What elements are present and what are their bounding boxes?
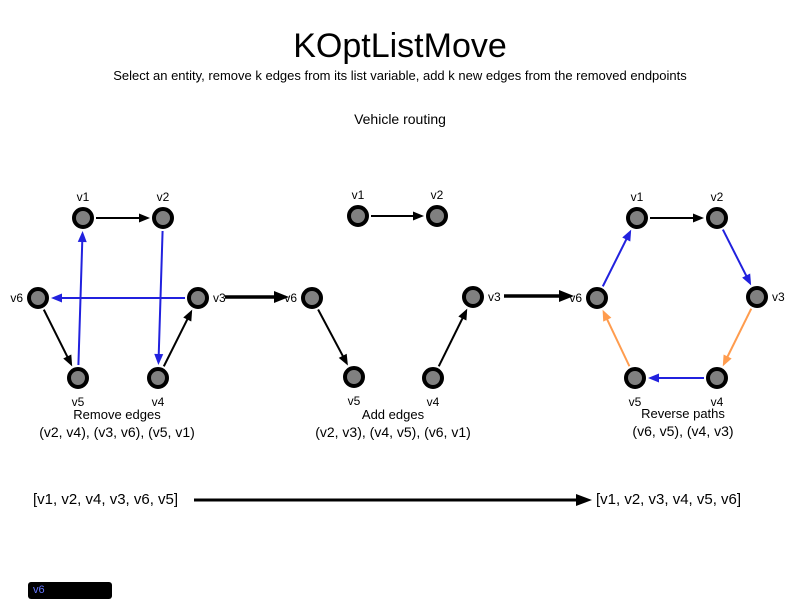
reverse-paths-node-label-v4: v4	[711, 395, 724, 409]
reverse-paths-node-label-v2: v2	[711, 190, 724, 204]
remove-edges-node-v5	[67, 367, 89, 389]
remove-edges-edge-v2-v4	[154, 230, 164, 366]
list-variable-before: [v1, v2, v4, v3, v6, v5]	[33, 491, 179, 508]
add-edges-edge-v4-v3	[437, 308, 468, 367]
remove-edges-node-label-v2: v2	[157, 190, 170, 204]
caption-add-edges-detail: (v2, v3), (v4, v5), (v6, v1)	[315, 424, 471, 440]
add-edges-node-label-v1: v1	[352, 188, 365, 202]
list-variable-after: [v1, v2, v3, v4, v5, v6]	[596, 491, 742, 508]
add-edges-node-v2	[426, 205, 448, 227]
remove-edges-edge-v3-v6	[51, 293, 185, 303]
reverse-paths-node-label-v3: v3	[772, 290, 785, 304]
remove-edges-edge-v6-v5-head	[63, 354, 73, 367]
add-edges-node-v6	[301, 287, 323, 309]
add-edges-node-label-v6: v6	[284, 291, 297, 305]
add-edges-edge-v6-v5-head	[338, 353, 348, 366]
reverse-paths-node-v1	[626, 207, 648, 229]
node-tooltip: v6	[28, 582, 112, 599]
caption-remove-edges-detail: (v2, v4), (v3, v6), (v5, v1)	[39, 424, 195, 440]
caption-reverse-paths-title: Reverse paths	[641, 406, 725, 421]
reverse-paths-node-v2	[706, 207, 728, 229]
reverse-paths-edge-v1-v2	[650, 213, 704, 223]
context-label: Vehicle routing	[354, 111, 446, 127]
reverse-paths-edge-v6-v1-head	[622, 229, 632, 242]
remove-edges-edge-v1-v2-head	[139, 213, 150, 223]
reverse-paths-edge-v4-v5	[648, 373, 704, 383]
remove-edges-node-label-v6: v6	[10, 291, 23, 305]
remove-edges-node-label-v1: v1	[77, 190, 90, 204]
add-edges-edge-v1-v2	[371, 211, 424, 221]
reverse-paths-edge-v2-v3	[721, 229, 752, 286]
add-edges-node-label-v4: v4	[427, 395, 440, 409]
add-edges-node-label-v3: v3	[488, 290, 501, 304]
reverse-paths-edge-v4-v5-head	[648, 373, 659, 383]
reverse-paths-edge-v5-v6-head	[602, 309, 612, 322]
reverse-paths-edge-v3-v4-head	[722, 354, 732, 367]
solution-change-arrow	[194, 494, 592, 506]
remove-edges-node-v6	[27, 287, 49, 309]
add-edges-node-v4	[422, 367, 444, 389]
remove-edges-edge-v5-v1	[77, 230, 87, 366]
transition-arrow-1-head	[274, 291, 289, 303]
remove-edges-edge-v4-v3-head	[183, 309, 193, 322]
reverse-paths-edge-v1-v2-head	[693, 213, 704, 223]
remove-edges-node-label-v4: v4	[152, 395, 165, 409]
remove-edges-node-v3	[187, 287, 209, 309]
remove-edges-node-v1	[72, 207, 94, 229]
reverse-paths-edge-v5-v6	[602, 309, 631, 367]
remove-edges-edge-v4-v3	[162, 309, 193, 367]
add-edges-node-label-v5: v5	[348, 394, 361, 408]
remove-edges-edge-v2-v4-head	[154, 353, 164, 366]
caption-add-edges-title: Add edges	[361, 407, 425, 422]
remove-edges-edge-v6-v5	[42, 309, 73, 367]
add-edges-edge-v1-v2-head	[413, 211, 424, 221]
transition-arrow-1	[225, 291, 289, 303]
reverse-paths-node-label-v1: v1	[631, 190, 644, 204]
remove-edges-edge-v3-v6-head	[51, 293, 62, 303]
add-edges-node-v3	[462, 286, 484, 308]
node-tooltip-label: v6	[33, 584, 45, 596]
transition-arrow-2	[504, 290, 574, 302]
caption-remove-edges: Remove edges (v2, v4), (v3, v6), (v5, v1…	[17, 406, 217, 441]
solution-change-arrow-head	[576, 494, 592, 506]
reverse-paths-node-v3	[746, 286, 768, 308]
reverse-paths-node-v4	[706, 367, 728, 389]
reverse-paths-edge-v2-v3-head	[742, 273, 752, 286]
reverse-paths-node-label-v6: v6	[569, 291, 582, 305]
add-edges-node-label-v2: v2	[431, 188, 444, 202]
reverse-paths-edge-v3-v4	[722, 308, 753, 367]
add-edges-edge-v6-v5	[317, 309, 348, 366]
add-edges-node-v1	[347, 205, 369, 227]
caption-add-edges: Add edges (v2, v3), (v4, v5), (v6, v1)	[293, 406, 493, 441]
reverse-paths-node-v6	[586, 287, 608, 309]
reverse-paths-node-v5	[624, 367, 646, 389]
add-edges-node-v5	[343, 366, 365, 388]
remove-edges-node-label-v3: v3	[213, 291, 226, 305]
transition-arrow-2-head	[559, 290, 574, 302]
add-edges-edge-v4-v3-head	[458, 308, 468, 321]
reverse-paths-node-label-v5: v5	[629, 395, 642, 409]
reverse-paths-edge-v6-v1	[601, 229, 632, 287]
remove-edges-edge-v1-v2	[96, 213, 150, 223]
caption-reverse-paths-detail: (v6, v5), (v4, v3)	[632, 423, 734, 439]
remove-edges-node-label-v5: v5	[72, 395, 85, 409]
caption-remove-edges-title: Remove edges	[73, 407, 161, 422]
page-title: KOptListMove	[293, 27, 507, 65]
remove-edges-edge-v5-v1-head	[77, 230, 87, 243]
remove-edges-node-v2	[152, 207, 174, 229]
caption-reverse-paths: Reverse paths (v6, v5), (v4, v3)	[583, 405, 783, 440]
page-subtitle: Select an entity, remove k edges from it…	[113, 68, 687, 83]
remove-edges-node-v4	[147, 367, 169, 389]
